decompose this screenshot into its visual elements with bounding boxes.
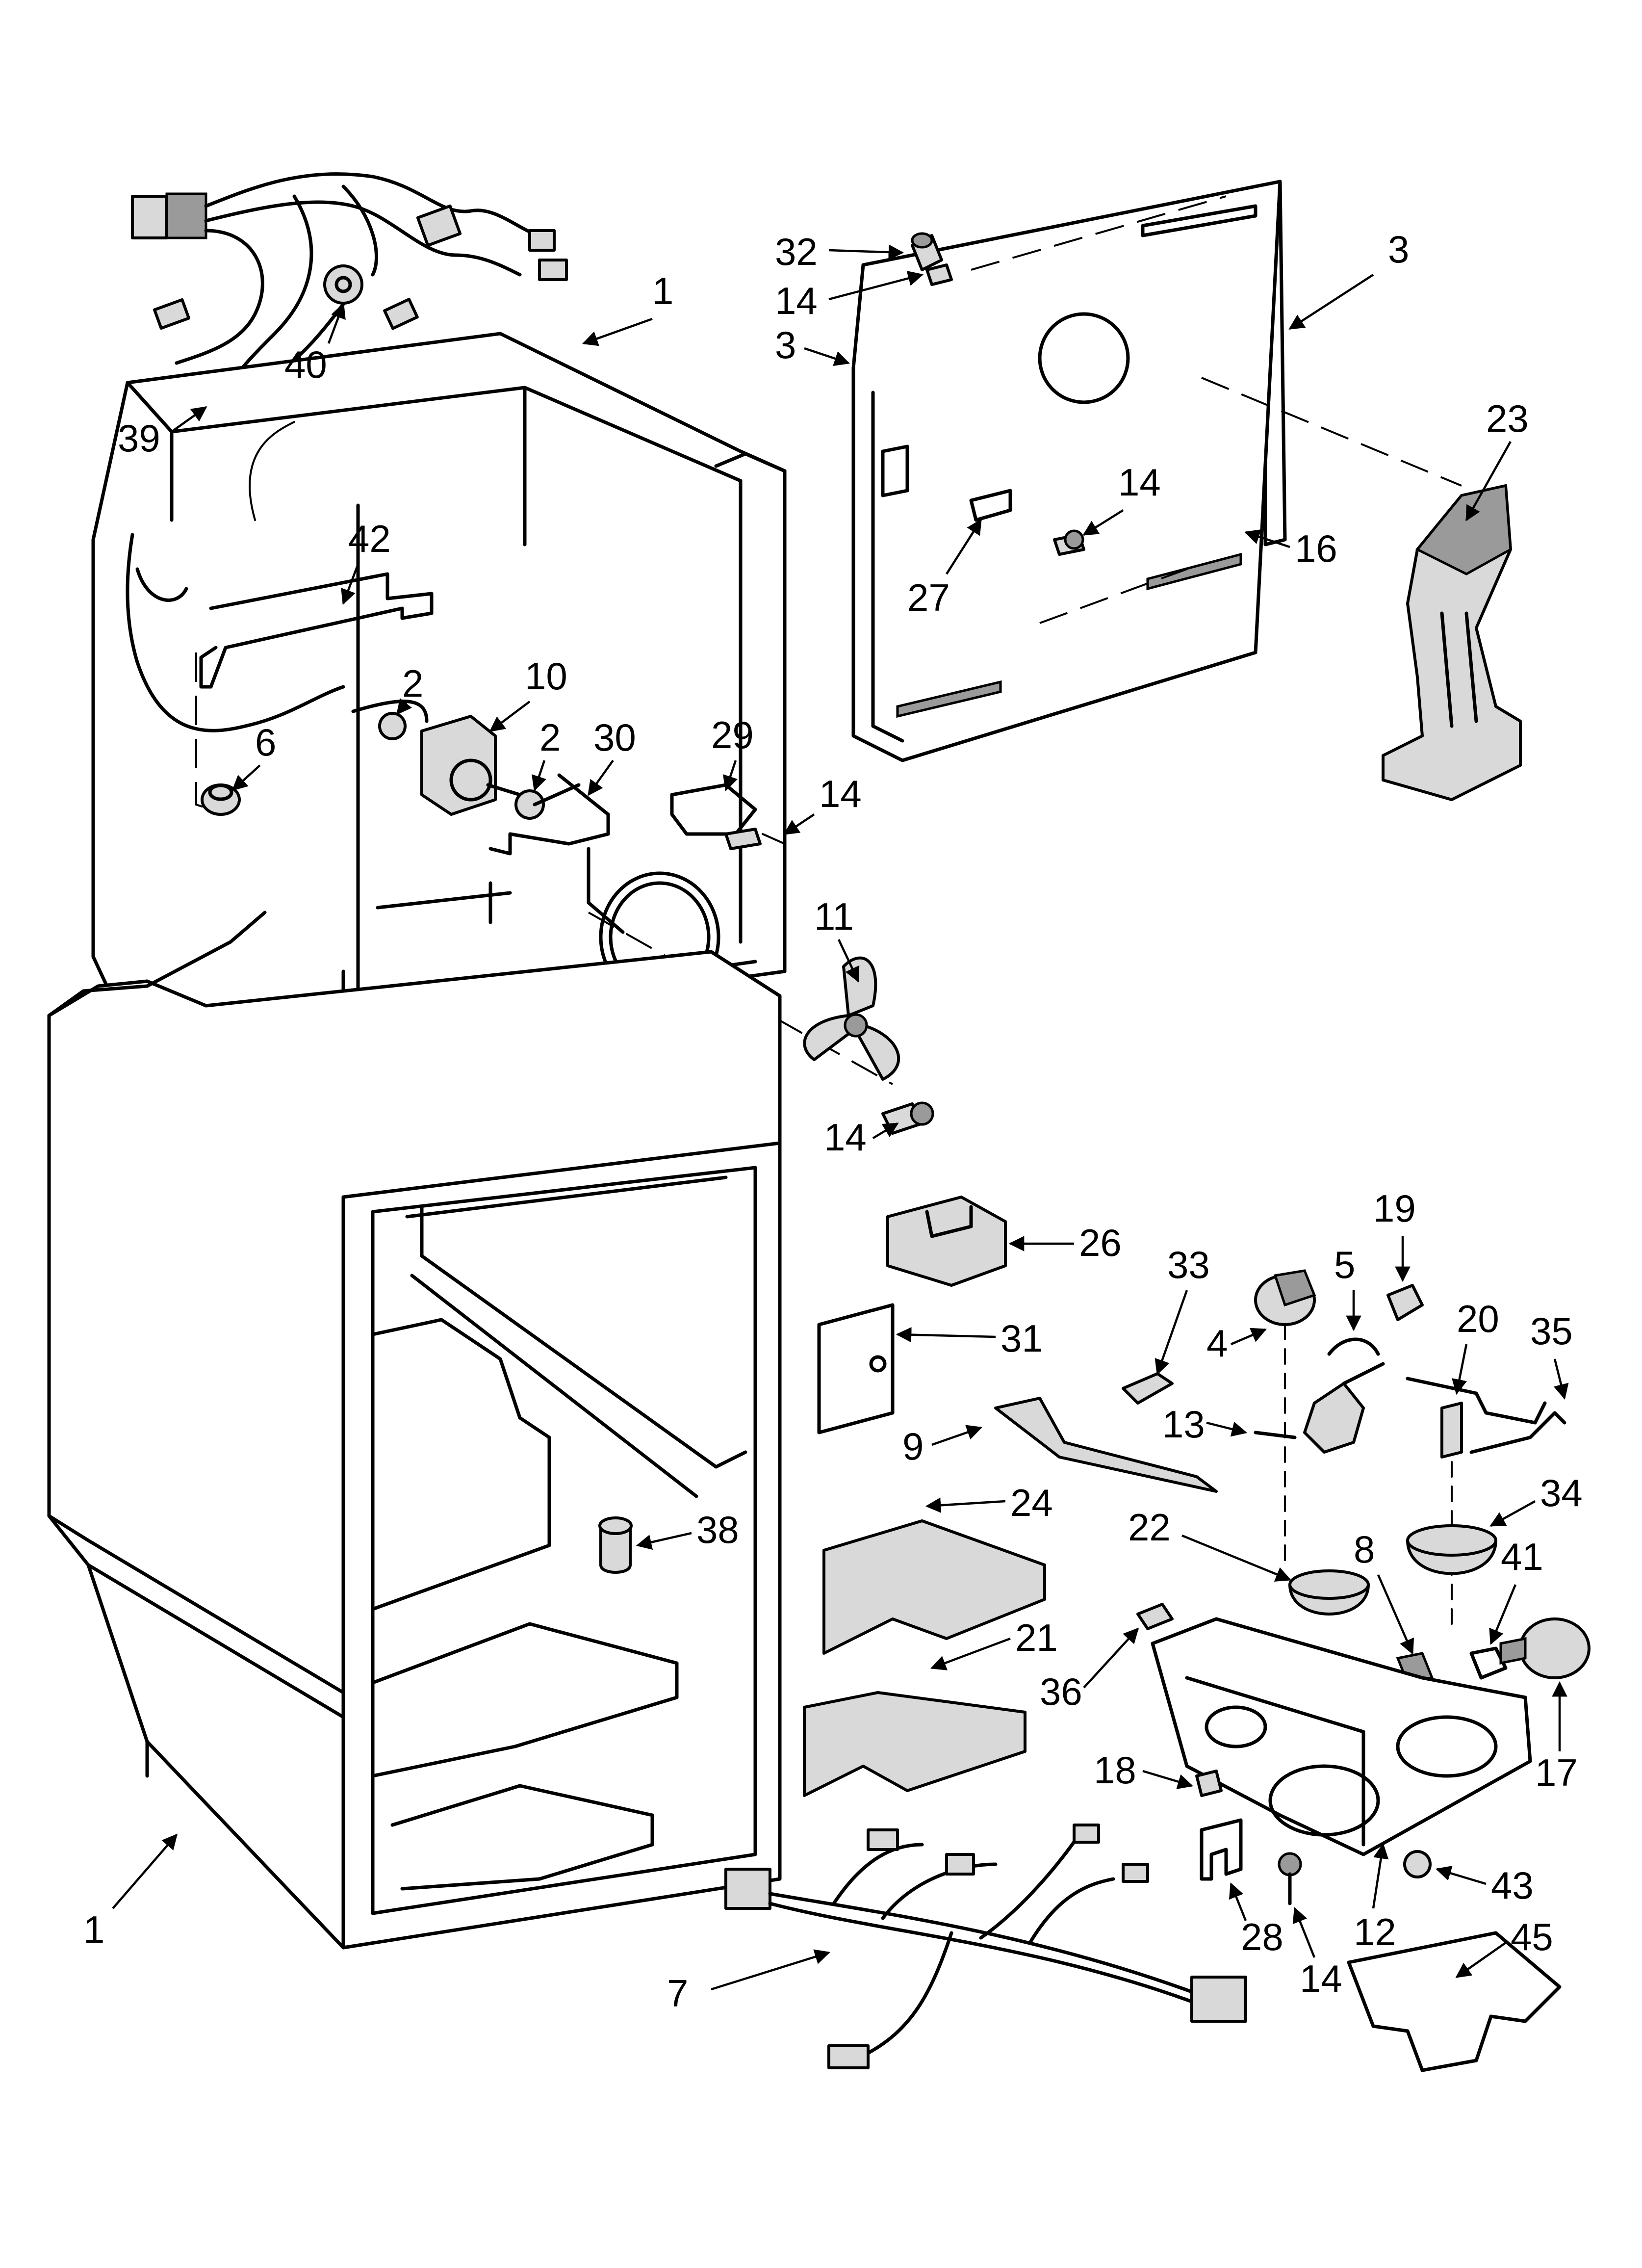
part-35 xyxy=(1469,1411,1566,1454)
callout-29: 29 xyxy=(711,713,754,756)
part-33 xyxy=(1122,1372,1174,1405)
part-4 xyxy=(1254,1269,1316,1571)
callout-45: 45 xyxy=(1511,1915,1553,1958)
harness-connector-block xyxy=(131,195,168,239)
callout-9: 9 xyxy=(902,1425,924,1468)
callout-43: 43 xyxy=(1491,1864,1534,1907)
part-36 xyxy=(1136,1603,1174,1630)
screw-14-upper-right xyxy=(724,828,786,850)
callout-14-upper-right: 14 xyxy=(819,772,862,815)
callout-14-panel: 14 xyxy=(775,279,818,322)
callout-14-fan: 14 xyxy=(824,1116,867,1159)
screw-14-housing xyxy=(1278,1852,1302,1905)
callout-26: 26 xyxy=(1079,1221,1122,1264)
callout-18: 18 xyxy=(1094,1748,1136,1792)
callout-2-right: 2 xyxy=(539,716,561,759)
callout-1-upper: 1 xyxy=(652,269,673,313)
callout-1-lower: 1 xyxy=(83,1908,104,1951)
callout-38: 38 xyxy=(696,1508,739,1551)
screw-14-panel xyxy=(925,263,953,286)
callout-27: 27 xyxy=(907,576,950,619)
callout-13: 13 xyxy=(1162,1403,1205,1446)
callout-41: 41 xyxy=(1501,1535,1543,1578)
callout-3-right: 3 xyxy=(1388,228,1409,271)
callout-39: 39 xyxy=(118,417,160,460)
part-28 xyxy=(1200,1818,1243,1881)
callout-14-bracket: 14 xyxy=(1118,461,1161,504)
part-38 xyxy=(598,1516,633,1574)
callout-34: 34 xyxy=(1540,1471,1583,1514)
bracket-30 xyxy=(488,773,610,856)
callout-40: 40 xyxy=(284,343,327,386)
callout-7: 7 xyxy=(667,1972,688,2015)
air-duct-23 xyxy=(1382,484,1522,801)
callout-16: 16 xyxy=(1295,527,1337,570)
callout-8: 8 xyxy=(1354,1528,1375,1571)
callout-11: 11 xyxy=(814,895,854,938)
bushing-2-left xyxy=(378,712,407,740)
part-5 xyxy=(1327,1337,1380,1356)
part-9 xyxy=(994,1397,1218,1493)
rear-panel xyxy=(851,180,1462,762)
bushing-2-right xyxy=(514,789,545,820)
callout-32: 32 xyxy=(775,230,818,273)
callout-21: 21 xyxy=(1015,1616,1058,1659)
callout-20: 20 xyxy=(1457,1297,1499,1340)
callout-36: 36 xyxy=(1040,1670,1082,1713)
callout-24: 24 xyxy=(1010,1481,1053,1524)
fresh-food-liner xyxy=(47,911,782,1950)
callout-30: 30 xyxy=(593,716,636,759)
wire-harness-7 xyxy=(724,1824,1247,2069)
part-31 xyxy=(817,1303,895,1434)
callout-35: 35 xyxy=(1530,1309,1573,1353)
cover-45 xyxy=(1347,1931,1562,2072)
callout-31: 31 xyxy=(1001,1317,1043,1360)
callout-17: 17 xyxy=(1535,1751,1578,1794)
screw-14-bracket-27 xyxy=(1053,529,1085,556)
callout-14-housing: 14 xyxy=(1300,1957,1342,2000)
callout-23: 23 xyxy=(1486,397,1529,440)
part-26 xyxy=(886,1196,1007,1287)
part-41 xyxy=(1469,1646,1508,1680)
bracket-42 xyxy=(195,572,434,810)
callout-3-left: 3 xyxy=(775,323,796,366)
callout-4: 4 xyxy=(1206,1322,1228,1365)
callout-5: 5 xyxy=(1334,1243,1355,1286)
callout-6: 6 xyxy=(255,721,276,764)
callout-10: 10 xyxy=(525,654,567,698)
callout-19: 19 xyxy=(1373,1187,1416,1230)
bulb-17 xyxy=(1499,1617,1591,1679)
callout-28: 28 xyxy=(1241,1915,1283,1958)
part-13 xyxy=(1254,1362,1385,1454)
callout-12: 12 xyxy=(1354,1910,1396,1954)
part-24 xyxy=(822,1519,1046,1655)
housing-12 xyxy=(1151,1617,1532,1856)
callout-22: 22 xyxy=(1128,1506,1171,1549)
harness-grommet xyxy=(323,264,363,305)
part-22 xyxy=(1288,1569,1370,1616)
callouts: 32 14 3 3 23 14 16 27 1 40 39 42 xyxy=(83,228,1583,2015)
part-34 xyxy=(1406,1524,1497,1575)
fan-blade-11 xyxy=(803,956,900,1081)
callout-42: 42 xyxy=(348,517,391,560)
part-21 xyxy=(803,1691,1026,1797)
callout-2-left: 2 xyxy=(402,662,423,705)
spacer-32 xyxy=(911,232,943,271)
socket-18 xyxy=(1195,1770,1223,1797)
knob-6 xyxy=(201,783,241,816)
freezer-liner xyxy=(91,332,787,1032)
callout-33: 33 xyxy=(1167,1243,1210,1286)
part-43 xyxy=(1403,1850,1432,1878)
part-19 xyxy=(1386,1284,1424,1321)
control-10 xyxy=(378,712,545,820)
